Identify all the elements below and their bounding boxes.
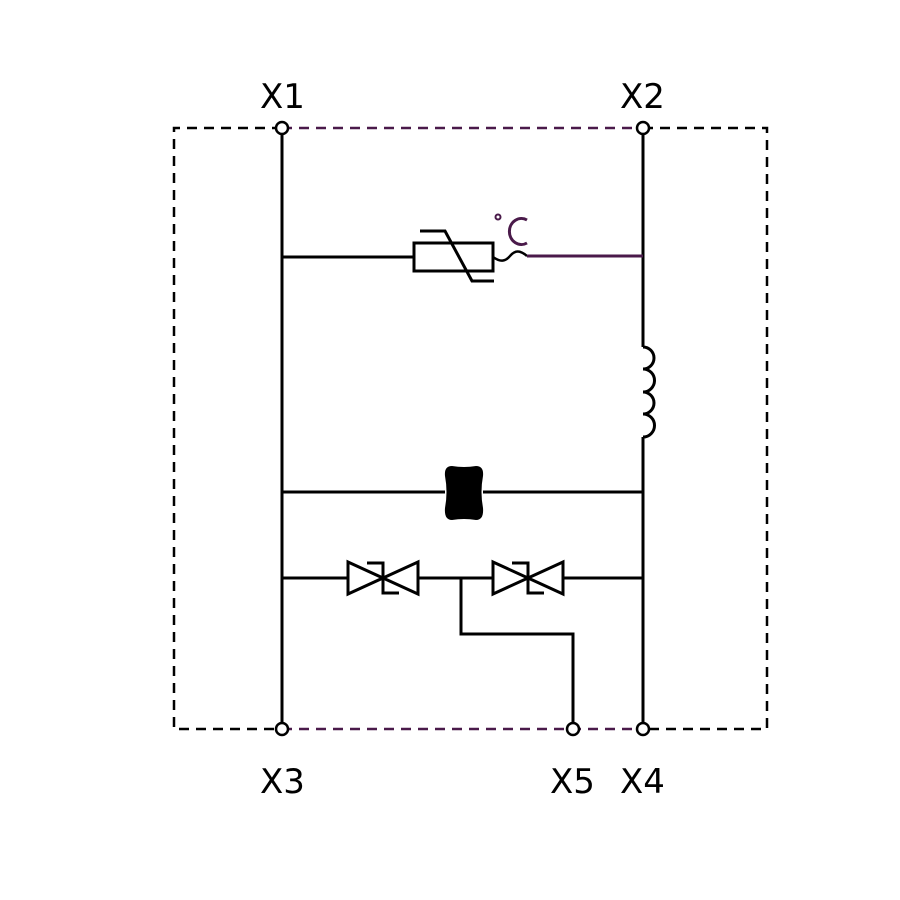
terminal-x1-node [274, 120, 290, 136]
dashed-enclosure [172, 126, 769, 731]
tvs-diodes [282, 559, 643, 723]
terminal-x2-node [635, 120, 651, 136]
label-x2: X2 [620, 77, 665, 117]
label-x5: X5 [550, 762, 595, 802]
terminal-x3-node [274, 721, 290, 737]
terminal-nodes [274, 120, 651, 737]
label-x3: X3 [260, 762, 305, 802]
gas-discharge-tube [282, 466, 643, 520]
label-x1: X1 [260, 77, 305, 117]
inductor [642, 345, 656, 439]
label-x4: X4 [620, 762, 665, 802]
terminal-x5-node [565, 721, 581, 737]
terminal-x4-node [635, 721, 651, 737]
thermistor [282, 213, 643, 283]
